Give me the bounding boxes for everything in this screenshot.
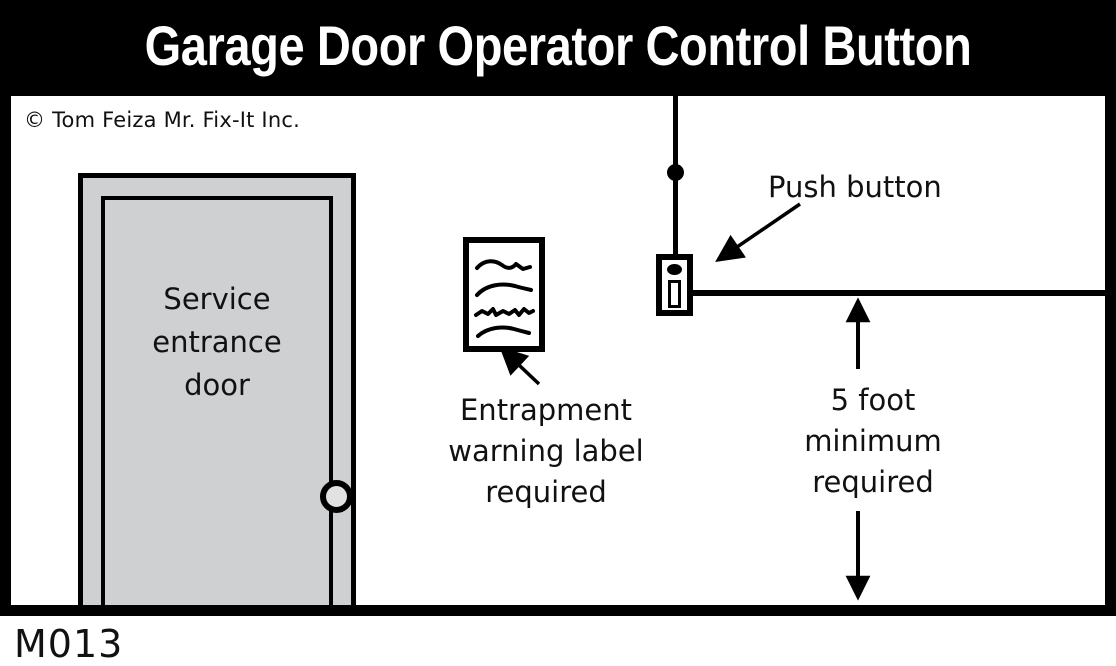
title-bar: Garage Door Operator Control Button <box>0 0 1116 96</box>
warning-label-text-lines <box>474 259 535 338</box>
entrapment-label-leader-arrow <box>499 346 541 386</box>
push-button-leader-arrow <box>715 202 801 262</box>
garage-header-line <box>683 290 1105 296</box>
push-button-switch-icon <box>668 280 681 308</box>
copyright-notice: © Tom Feiza Mr. Fix-It Inc. <box>24 108 300 132</box>
push-button-caption: Push button <box>768 170 942 204</box>
figure-code: M013 <box>14 622 124 666</box>
plate-screw-icon <box>667 264 682 275</box>
entrapment-warning-label <box>463 237 545 352</box>
wire-connection-dot-icon <box>667 164 684 181</box>
page-title: Garage Door Operator Control Button <box>144 14 972 77</box>
door-knob-icon <box>320 480 353 513</box>
push-button-plate <box>656 254 693 316</box>
